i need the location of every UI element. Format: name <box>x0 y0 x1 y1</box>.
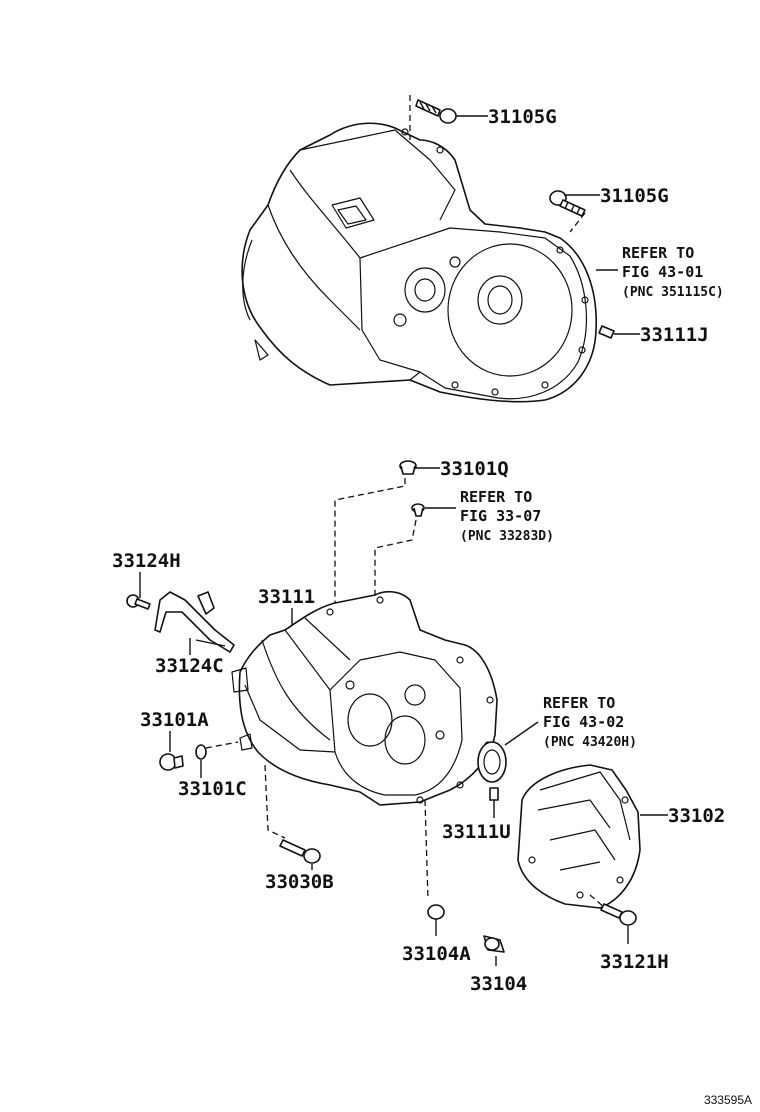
lower-transaxle-case <box>231 590 498 806</box>
label-33111: 33111 <box>258 586 315 608</box>
ref-4301-line1: REFER TO <box>622 244 694 262</box>
bolt-31105G-top-icon <box>415 99 457 124</box>
bolt-33121H-icon <box>600 903 637 926</box>
label-33111J: 33111J <box>640 324 709 346</box>
upper-transaxle-housing <box>241 122 597 403</box>
label-33121H: 33121H <box>600 951 669 973</box>
gasket-33104A-icon <box>427 904 445 920</box>
label-33101A: 33101A <box>140 709 209 731</box>
label-33104: 33104 <box>470 973 527 995</box>
diagram-id: 333595A <box>704 1093 752 1107</box>
label-31105G-mid: 31105G <box>600 185 669 207</box>
ref-3307-line1: REFER TO <box>460 488 532 506</box>
plug-33104-icon <box>483 935 505 953</box>
transmission-cover-33102 <box>517 764 641 909</box>
breather-plug-icon <box>411 503 425 517</box>
ref-4302-line1: REFER TO <box>543 694 615 712</box>
label-33101Q: 33101Q <box>440 458 509 480</box>
label-33102: 33102 <box>668 805 725 827</box>
ref-4301-line2: FIG 43-01 <box>622 263 703 281</box>
ref-4301-line3: (PNC 351115C) <box>622 285 724 300</box>
label-33124H: 33124H <box>112 550 181 572</box>
label-33101C: 33101C <box>178 778 247 800</box>
bracket-33124C-icon <box>154 591 235 653</box>
bolt-33124H-icon <box>126 594 151 610</box>
label-31105G-top: 31105G <box>488 106 557 128</box>
label-33124C: 33124C <box>155 655 224 677</box>
label-33030B: 33030B <box>265 871 334 893</box>
ref-4302-line3: (PNC 43420H) <box>543 735 637 750</box>
side-oil-seal-icon <box>477 741 507 783</box>
label-33104A: 33104A <box>402 943 471 965</box>
plug-33101Q-icon <box>399 460 417 475</box>
label-33111U: 33111U <box>442 821 511 843</box>
gasket-33101C-icon <box>195 744 207 760</box>
drain-plug-33101A-icon <box>159 753 184 771</box>
bolt-33030B-icon <box>279 839 321 864</box>
ref-3307-line2: FIG 33-07 <box>460 507 541 525</box>
bolt-31105G-mid-icon <box>549 190 586 217</box>
dowel-pin-33111U-icon <box>489 787 499 801</box>
ref-4302-line2: FIG 43-02 <box>543 713 624 731</box>
dowel-pin-33111J-icon <box>598 325 615 339</box>
ref-3307-line3: (PNC 33283D) <box>460 529 554 544</box>
